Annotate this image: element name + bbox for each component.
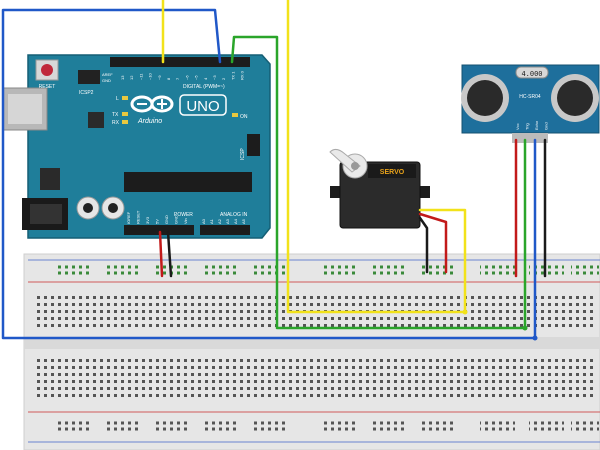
- digital-pin-label-8: ~5: [194, 75, 199, 80]
- power-pin-labels: IOREF RESET 3V3 5V GND GND Vin: [126, 210, 188, 224]
- reset-label: RESET: [39, 84, 56, 90]
- sensor-display: 4.000: [521, 70, 542, 78]
- analog-pin-label-0: A0: [201, 218, 206, 224]
- ultrasonic-sensor: 4.000 HC-SR04 Vcc Trig Echo Gnd: [461, 64, 600, 143]
- analog-header: [200, 225, 250, 235]
- icsp2-header: [78, 70, 100, 84]
- digital-pin-label-10: ~3: [212, 75, 217, 80]
- analog-pin-label-5: A5: [241, 218, 246, 224]
- sensor-pin-labels: Vcc Trig Echo Gnd: [515, 120, 549, 130]
- power-pin-label-4: GND: [164, 215, 169, 224]
- power-pin-label-1: RESET: [136, 210, 141, 224]
- power-label: POWER: [174, 212, 193, 218]
- gnd-label: GND: [102, 78, 111, 83]
- analog-pin-label-3: A3: [225, 218, 230, 224]
- brand-label: Arduino: [137, 118, 162, 125]
- icsp-label: ICSP: [240, 148, 246, 160]
- breadboard-bottom-half: [36, 356, 596, 398]
- servo-motor: SERVO: [329, 148, 430, 229]
- digital-header: [110, 57, 250, 67]
- l-led-label: L: [116, 96, 119, 102]
- digital-pin-label-7: ~6: [184, 75, 189, 80]
- voltage-regulator: [40, 168, 60, 190]
- sensor-pin-label-0: Vcc: [515, 123, 520, 130]
- on-led-label: ON: [240, 114, 248, 120]
- breadboard-top-half: [36, 292, 596, 327]
- arduino-uno-board: RESET ICSP2 13 12 ~11 ~10 ~9 8 7 ~6 ~5 4 ~3 2 TX 1 RX…: [2, 54, 271, 239]
- wire-green: [230, 35, 527, 330]
- bottom-power-rail: [56, 421, 599, 433]
- digital-pin-label-2: ~11: [138, 73, 143, 80]
- sensor-pin-label-3: Gnd: [544, 122, 549, 130]
- wires: [1, 0, 547, 341]
- power-header: [124, 225, 194, 235]
- arduino-logo: [130, 95, 174, 113]
- digital-pin-label-9: 4: [203, 77, 208, 80]
- wire-blue: [1, 8, 537, 340]
- digital-pin-label-3: ~10: [148, 72, 153, 80]
- wire-red-5v: [158, 230, 164, 278]
- icsp2-label: ICSP2: [79, 90, 94, 96]
- aref-label: AREF: [102, 72, 113, 77]
- sensor-pin-label-1: Trig: [525, 123, 530, 130]
- power-pin-label-6: Vin: [183, 218, 188, 224]
- digital-pin-label-11: 2: [221, 77, 226, 80]
- uno-badge: [179, 94, 227, 116]
- sensor-crystal: [515, 66, 549, 79]
- digital-pin-label-12: TX 1: [230, 71, 235, 80]
- wire-black-gnd: [166, 230, 173, 278]
- analog-pin-label-2: A2: [217, 218, 222, 224]
- digital-label: DIGITAL (PWM=~): [183, 84, 225, 90]
- analog-pin-label-1: A1: [209, 218, 214, 224]
- rx-led-label: RX: [112, 120, 120, 126]
- sensor-pin-label-2: Echo: [534, 120, 539, 130]
- wire-servo-black: [418, 216, 429, 274]
- digital-pin-label-13: RX 0: [240, 70, 245, 80]
- digital-pin-label-6: 7: [175, 77, 180, 80]
- usb-chip: [88, 112, 104, 128]
- tx-led-label: TX: [112, 112, 119, 118]
- servo-label: SERVO: [380, 169, 405, 176]
- digital-pin-label-0: 13: [120, 75, 125, 80]
- icsp-header: [247, 134, 260, 156]
- model-label: UNO: [186, 98, 219, 115]
- power-pin-label-0: IOREF: [126, 211, 131, 224]
- wire-servo-red: [418, 212, 448, 274]
- power-pin-label-2: 3V3: [145, 216, 150, 224]
- power-pin-label-3: 5V: [155, 219, 160, 224]
- digital-pin-label-4: ~9: [157, 75, 162, 80]
- atmega-chip: [124, 172, 252, 192]
- analog-pin-label-4: A4: [233, 218, 238, 224]
- digital-pin-label-5: 8: [166, 77, 171, 80]
- digital-pin-labels: 13 12 ~11 ~10 ~9 8 7 ~6 ~5 4 ~3 2 TX 1 RX 0: [120, 70, 245, 80]
- power-pin-label-5: GND: [174, 215, 179, 224]
- digital-pin-label-1: 12: [129, 75, 134, 80]
- sensor-model: HC-SR04: [519, 94, 541, 100]
- analog-label: ANALOG IN: [220, 212, 248, 218]
- breadboard: [23, 253, 600, 450]
